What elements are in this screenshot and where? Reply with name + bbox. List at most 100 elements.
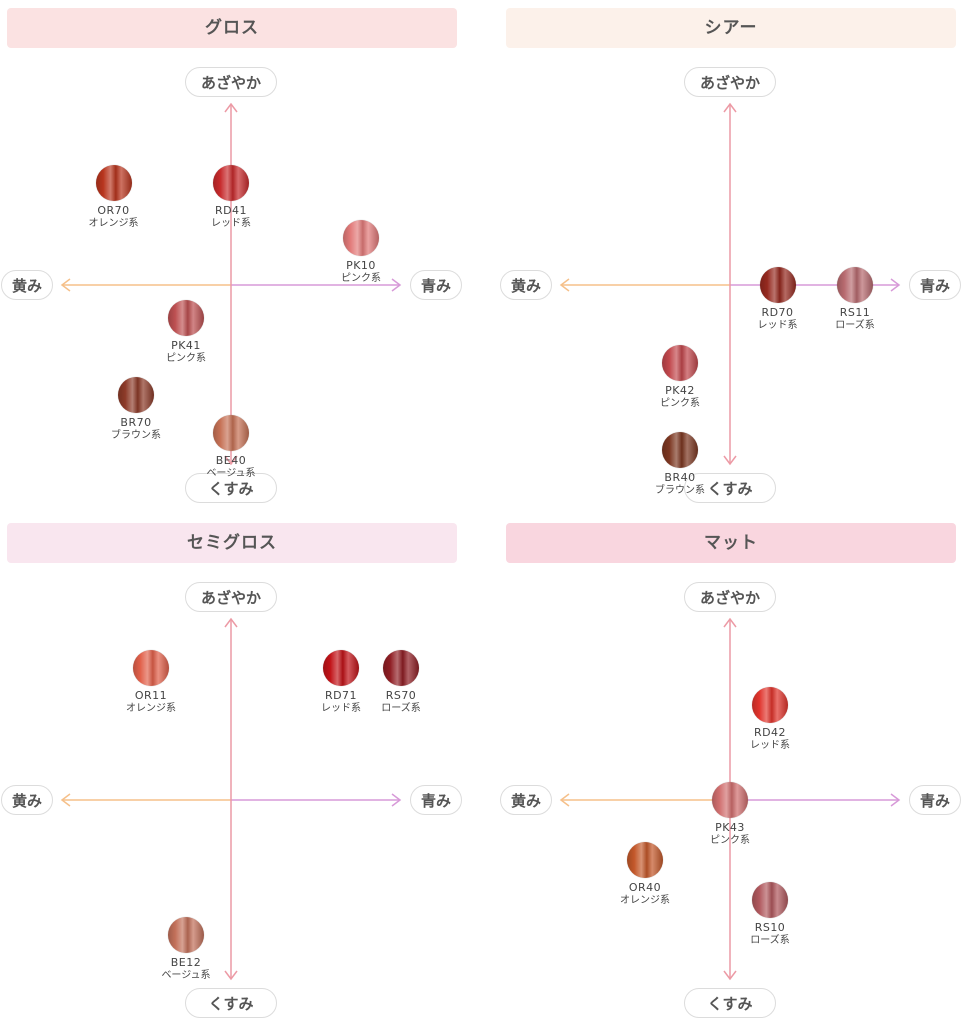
axis-label-dull: くすみ (185, 473, 277, 503)
lipstick-color-icon (712, 782, 748, 818)
axis-label-dull: くすみ (684, 473, 776, 503)
axis-label-dull: くすみ (185, 988, 277, 1018)
swatch-code: PK10 (346, 258, 376, 272)
lipstick-color-icon (343, 219, 379, 256)
swatch-category: ローズ系 (750, 935, 790, 946)
swatch-code: BE12 (170, 956, 202, 969)
axis-label-blue: 青み (410, 785, 462, 815)
axis-label-blue: 青み (909, 785, 961, 815)
panel-title: セミグロス (7, 523, 457, 563)
swatch-code: PK43 (715, 821, 745, 834)
arrow-left-icon (60, 278, 71, 292)
lipstick-color-icon (168, 299, 204, 336)
axes (60, 102, 402, 466)
arrow-right-icon (391, 793, 402, 807)
swatch-category: ピンク系 (710, 835, 750, 846)
lipstick-color-icon (383, 649, 419, 686)
swatch-code: RD41 (214, 203, 248, 217)
arrow-down-icon (723, 455, 737, 466)
arrow-right-icon (391, 278, 402, 292)
arrow-down-icon (723, 970, 737, 981)
swatch-category: ブラウン系 (111, 430, 161, 441)
arrow-up-icon (224, 102, 238, 113)
swatch-code: OR70 (97, 203, 130, 217)
swatch-category: オレンジ系 (88, 217, 139, 229)
arrow-up-icon (224, 617, 238, 628)
lipstick-color-icon (213, 164, 249, 201)
swatch-code: PK41 (171, 338, 201, 352)
swatch-code: RS10 (754, 921, 786, 934)
swatch-code: PK42 (665, 383, 695, 397)
swatch-category: オレンジ系 (126, 702, 176, 714)
swatch-category: ベージュ系 (206, 467, 256, 479)
arrow-right-icon (890, 793, 901, 807)
swatch-category: ブラウン系 (655, 485, 705, 496)
swatch-code: RD70 (761, 306, 794, 319)
lipstick-color-icon (759, 267, 796, 303)
axis-label-yellow: 黄み (1, 270, 53, 300)
axis-label-blue: 青み (909, 270, 961, 300)
swatch-code: BE40 (215, 453, 247, 467)
axis-label-blue: 青み (410, 270, 462, 300)
swatch-category: ピンク系 (660, 397, 700, 409)
lipstick-color-icon (133, 649, 169, 686)
axes (60, 617, 402, 981)
swatch-category: ローズ系 (381, 702, 421, 714)
swatch-category: レッド系 (211, 217, 251, 229)
panel-title: マット (506, 523, 956, 563)
swatch-code: OR11 (134, 688, 168, 702)
axis-label-vivid: あざやか (684, 582, 776, 612)
arrow-right-icon (890, 278, 901, 292)
swatch-code: RS11 (839, 306, 871, 319)
lipstick-color-icon (752, 687, 788, 723)
swatch-category: レッド系 (757, 320, 798, 331)
panel-title: グロス (7, 8, 457, 48)
axis-label-vivid: あざやか (684, 67, 776, 97)
swatch-code: RD71 (324, 688, 358, 702)
panel-title: シアー (506, 8, 956, 48)
lipstick-color-icon (213, 414, 249, 451)
axis-label-vivid: あざやか (185, 67, 277, 97)
swatch-category: ピンク系 (166, 352, 206, 364)
arrow-left-icon (559, 278, 570, 292)
lipstick-color-icon (168, 917, 204, 953)
lipstick-color-icon (118, 377, 154, 413)
arrow-down-icon (224, 970, 238, 981)
axis-label-dull: くすみ (684, 988, 776, 1018)
swatch-category: オレンジ系 (620, 895, 670, 906)
axis-label-yellow: 黄み (500, 785, 552, 815)
swatch-code: BR40 (664, 471, 696, 484)
swatch-category: レッド系 (750, 740, 790, 751)
lipstick-color-icon (752, 882, 788, 918)
swatch-code: OR40 (628, 881, 662, 894)
swatch-code: RD42 (753, 726, 787, 739)
swatch-category: ローズ系 (835, 320, 875, 331)
lipstick-color-icon (662, 432, 698, 468)
lipstick-color-icon (323, 649, 359, 686)
axis-label-vivid: あざやか (185, 582, 277, 612)
arrow-up-icon (723, 102, 737, 113)
lipstick-color-icon (837, 267, 873, 303)
lipstick-color-icon (95, 164, 132, 201)
lipstick-color-icon (627, 842, 663, 878)
